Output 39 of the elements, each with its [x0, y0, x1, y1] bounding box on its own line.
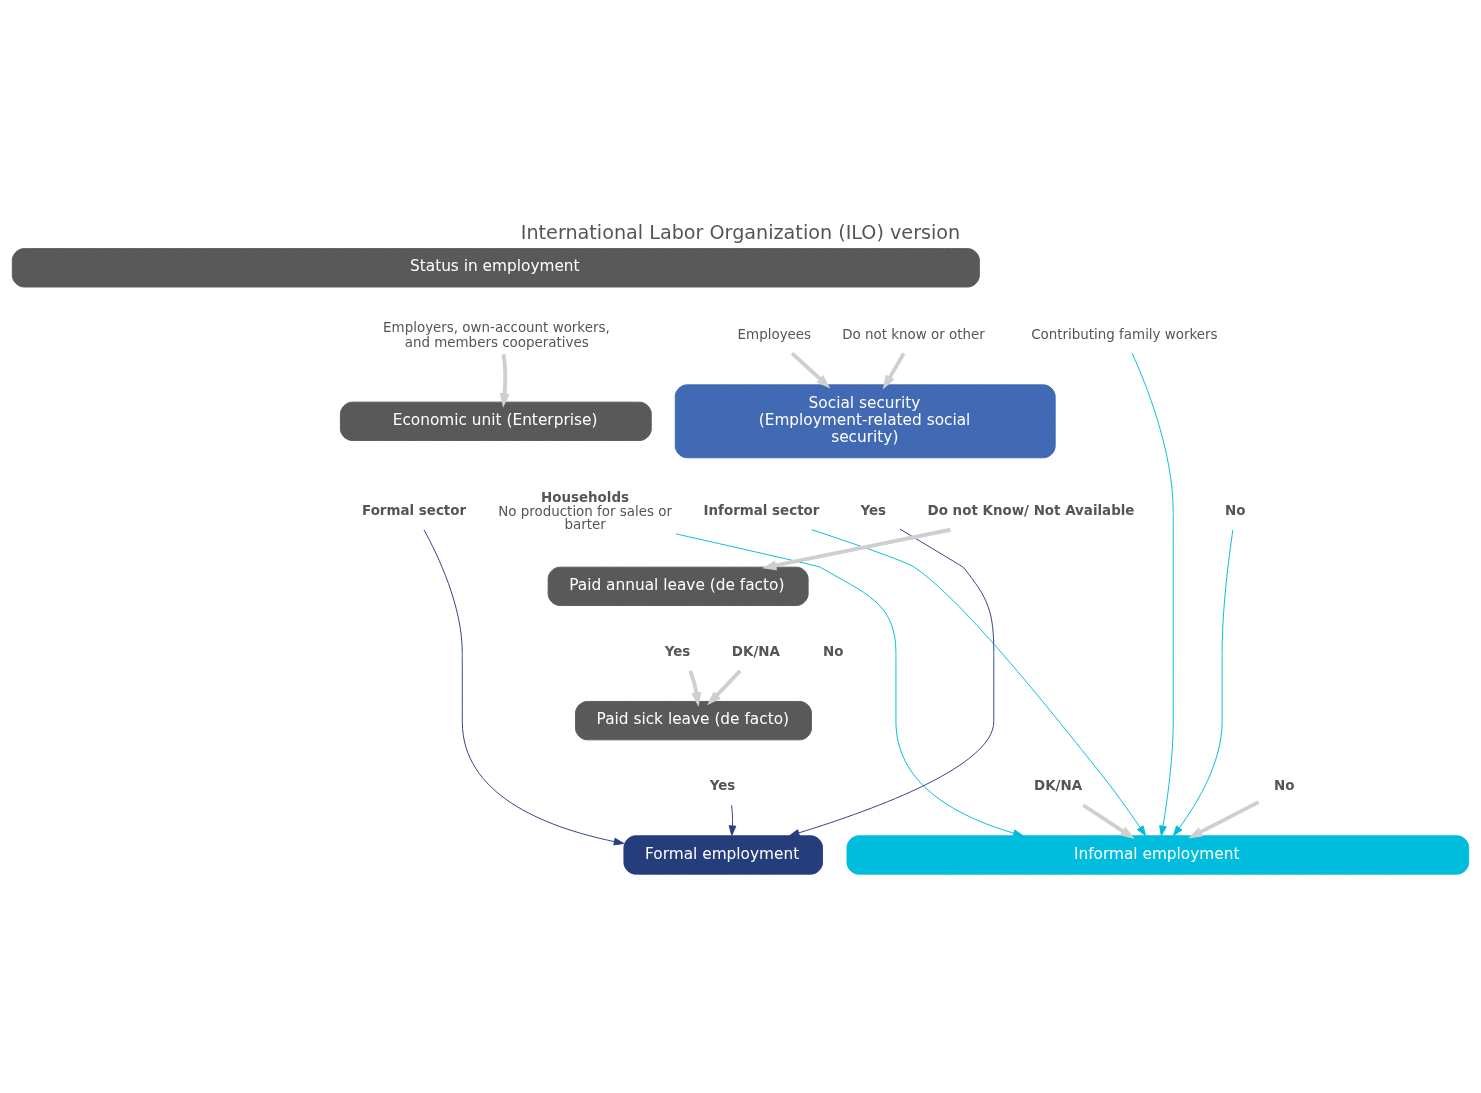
arrow [790, 351, 831, 388]
node-box: Social security (Employment-related social security) [674, 383, 1056, 458]
arrow [1188, 799, 1260, 838]
arrow [675, 532, 1024, 837]
node-text: No [1273, 777, 1295, 793]
node-text: Employees [737, 326, 812, 342]
node-text: Contributing family workers [1031, 326, 1218, 342]
diagram-title: International Labor Organization (ILO) version [520, 220, 961, 244]
node-text: DK/NA [731, 643, 780, 659]
node-text: Do not Know/ Not Available [927, 502, 1135, 518]
node-text: Do not know or other [842, 326, 985, 342]
node-box: Status in employment [11, 247, 980, 287]
node-box: Paid sick leave (de facto) [575, 700, 812, 740]
node-box: Informal employment [846, 834, 1470, 875]
node-text: DK/NA [1034, 777, 1083, 793]
node-text: No [823, 643, 844, 659]
arrow [811, 528, 1147, 836]
arrow [1131, 352, 1174, 836]
arrow [707, 669, 742, 705]
arrow [499, 353, 510, 408]
arrow [423, 528, 625, 845]
node-text: Formal sector [362, 502, 467, 518]
node-text: Employers, own-account workers, and members cooperatives [383, 319, 610, 350]
node-box: Paid annual leave (de facto) [547, 566, 809, 606]
node-box: Economic unit (Enterprise) [339, 401, 652, 441]
arrow [728, 804, 737, 836]
arrow [1082, 803, 1135, 839]
node-text: Yes [860, 502, 887, 518]
arrow [761, 527, 951, 570]
node-box: Formal employment [623, 834, 823, 875]
node-text: Yes [709, 777, 736, 793]
node-text: Yes [664, 643, 691, 659]
arrow [882, 351, 906, 390]
node-text: Households No production for sales or barter [498, 489, 673, 532]
arrow [788, 528, 995, 837]
node-text: No [1225, 502, 1246, 518]
arrow [1172, 529, 1234, 836]
node-text: Informal sector [703, 502, 820, 518]
arrow [688, 669, 702, 707]
